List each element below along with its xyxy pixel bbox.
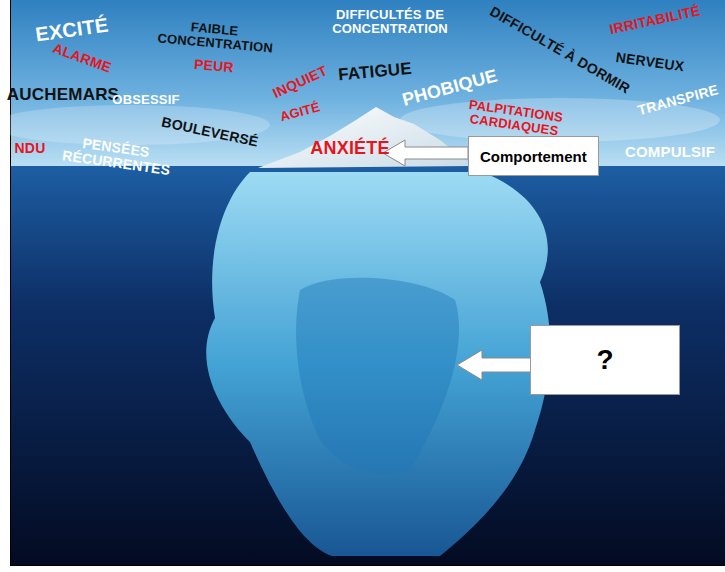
sea [11,166,725,565]
symptom-word: DIFFICULTÉS DE CONCENTRATION [310,8,470,35]
callout-text: ? [596,344,613,376]
iceberg-underwater [206,172,550,556]
symptom-word: PEUR [194,57,235,75]
iceberg-shade [296,278,459,474]
symptom-word: BOULEVERSÉ [160,115,259,150]
pointer-arrow [383,140,468,166]
symptom-word: TRANSPIRE [636,82,720,118]
symptom-word: AGITÉ [279,100,322,124]
callout-box: Comportement [468,136,599,176]
pointer-arrow [457,350,531,380]
symptom-word: INQUIET [271,63,330,101]
callout-text: Comportement [480,148,587,165]
callout-box: ? [530,325,680,395]
symptom-word: FATIGUE [337,60,412,84]
frame [10,0,725,566]
symptom-word: AUCHEMARS [7,86,119,104]
symptom-word: IRRITABILITÉ [608,3,701,37]
symptom-word: PENSÉES RÉCURRENTES [61,133,168,177]
symptom-word: ANXIÉTÉ [310,139,389,158]
symptom-word: COMPULSIF [625,144,715,160]
symptom-word: OBSESSIF [112,93,179,107]
symptom-word: FAIBLE CONCENTRATION [157,18,271,55]
symptom-word: EXCITÉ [34,14,110,45]
symptom-word: NDU [15,141,46,156]
symptom-word: NERVEUX [615,50,685,74]
symptom-word: PALPITATIONS CARDIAQUES [458,97,573,140]
symptom-word: DIFFICULTÉ À DORMIR [487,4,632,96]
symptom-word: ALARME [51,41,113,76]
